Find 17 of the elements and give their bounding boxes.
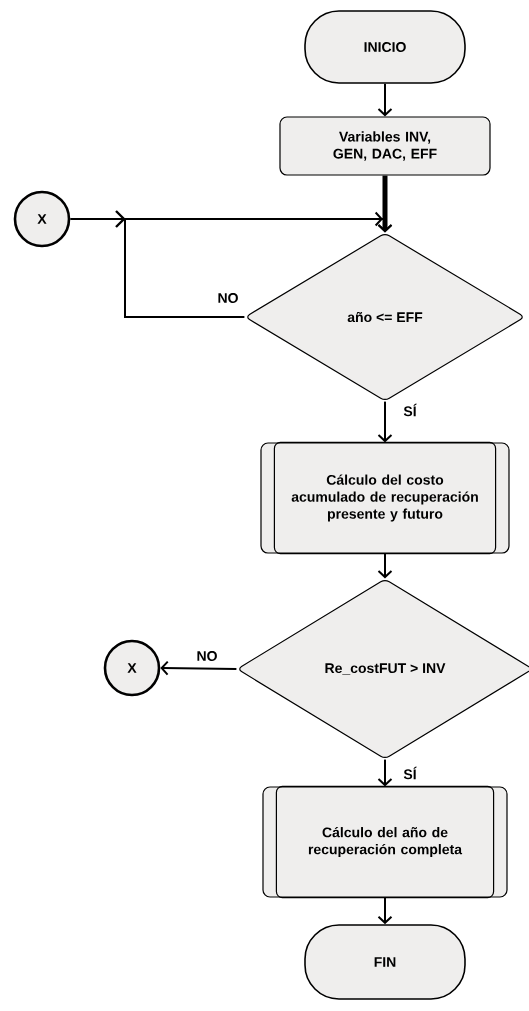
arrow [124,211,383,318]
edge-label: NO [216,292,240,304]
arrow [377,82,393,117]
arrow [377,896,393,925]
edge-label: SÍ [402,765,418,781]
subprocess-box: Cálculo del año de recuperación completa [262,785,508,899]
arrow [377,400,393,443]
process-box: Variables INV, GEN, DAC, EFF [279,116,491,176]
terminal-box: INICIO [304,10,466,84]
terminal-box: FIN [304,924,466,1000]
arrow [377,552,393,579]
subprocess-box: Cálculo del costo acumulado de recuperación presente y futuro [260,441,510,555]
arrow [160,660,238,676]
edge-label: NO [195,650,219,662]
arrow [377,758,393,787]
arrow [69,210,393,233]
edge-label: SÍ [402,402,418,418]
